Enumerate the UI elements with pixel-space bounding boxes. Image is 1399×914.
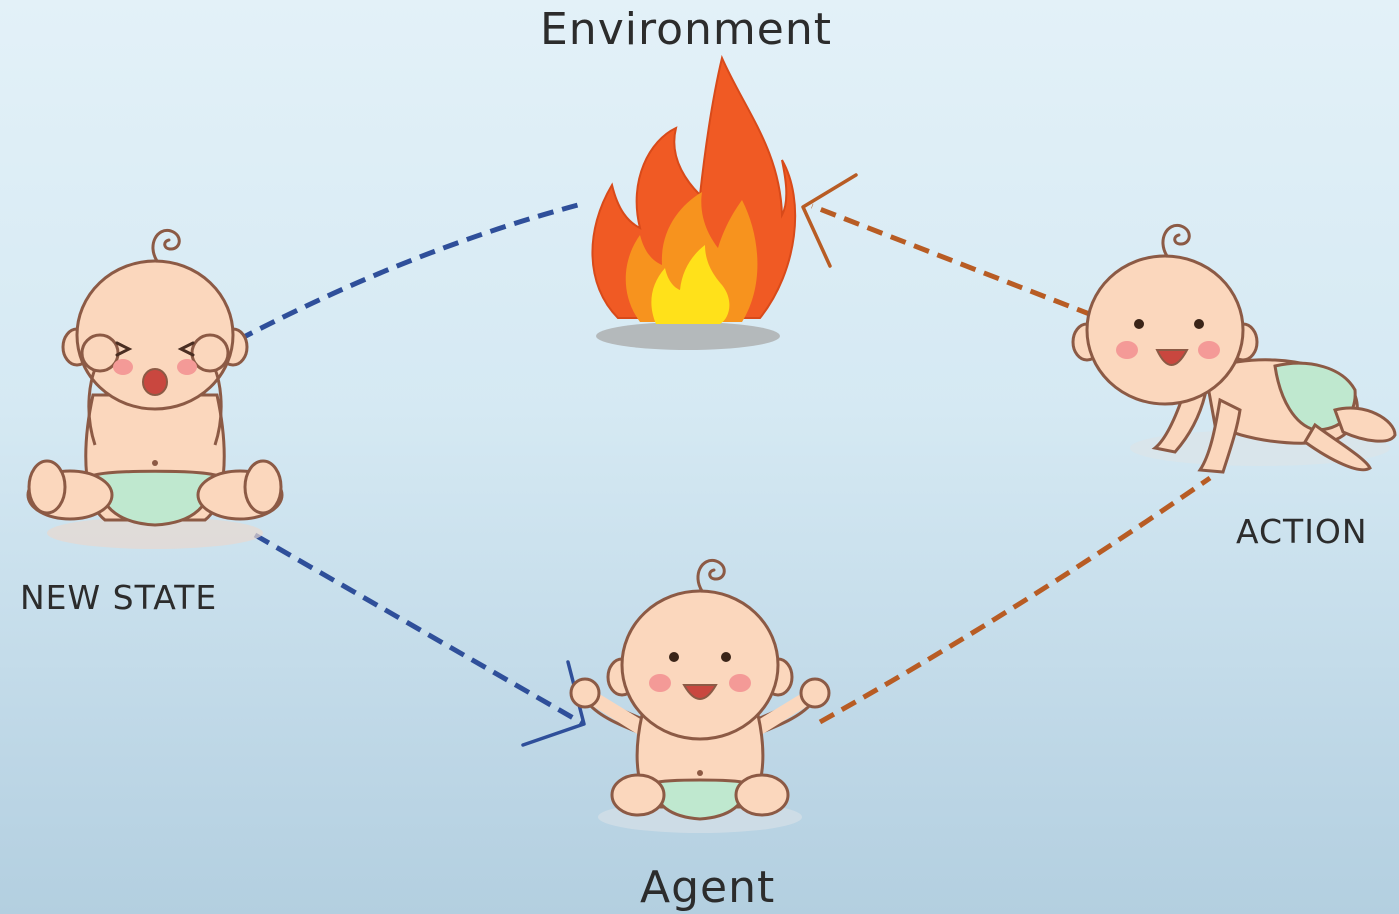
arrow-action-to-environment	[801, 173, 1093, 318]
arrow-agent-to-action	[818, 475, 1212, 725]
environment-label: Environment	[540, 4, 832, 55]
baby-crying-icon	[26, 228, 284, 549]
arrow-new-state-to-environment	[236, 202, 579, 343]
arrowhead-icon	[521, 660, 586, 747]
baby-crawling-icon	[1071, 223, 1397, 474]
arrow-new-state-to-agent	[253, 532, 586, 747]
baby-arms-up-icon	[569, 558, 831, 833]
new-state-label: NEW STATE	[20, 578, 218, 617]
arrowhead-icon	[801, 173, 858, 268]
action-label: ACTION	[1236, 512, 1368, 551]
agent-label: Agent	[640, 862, 776, 913]
fire-icon	[591, 54, 797, 350]
